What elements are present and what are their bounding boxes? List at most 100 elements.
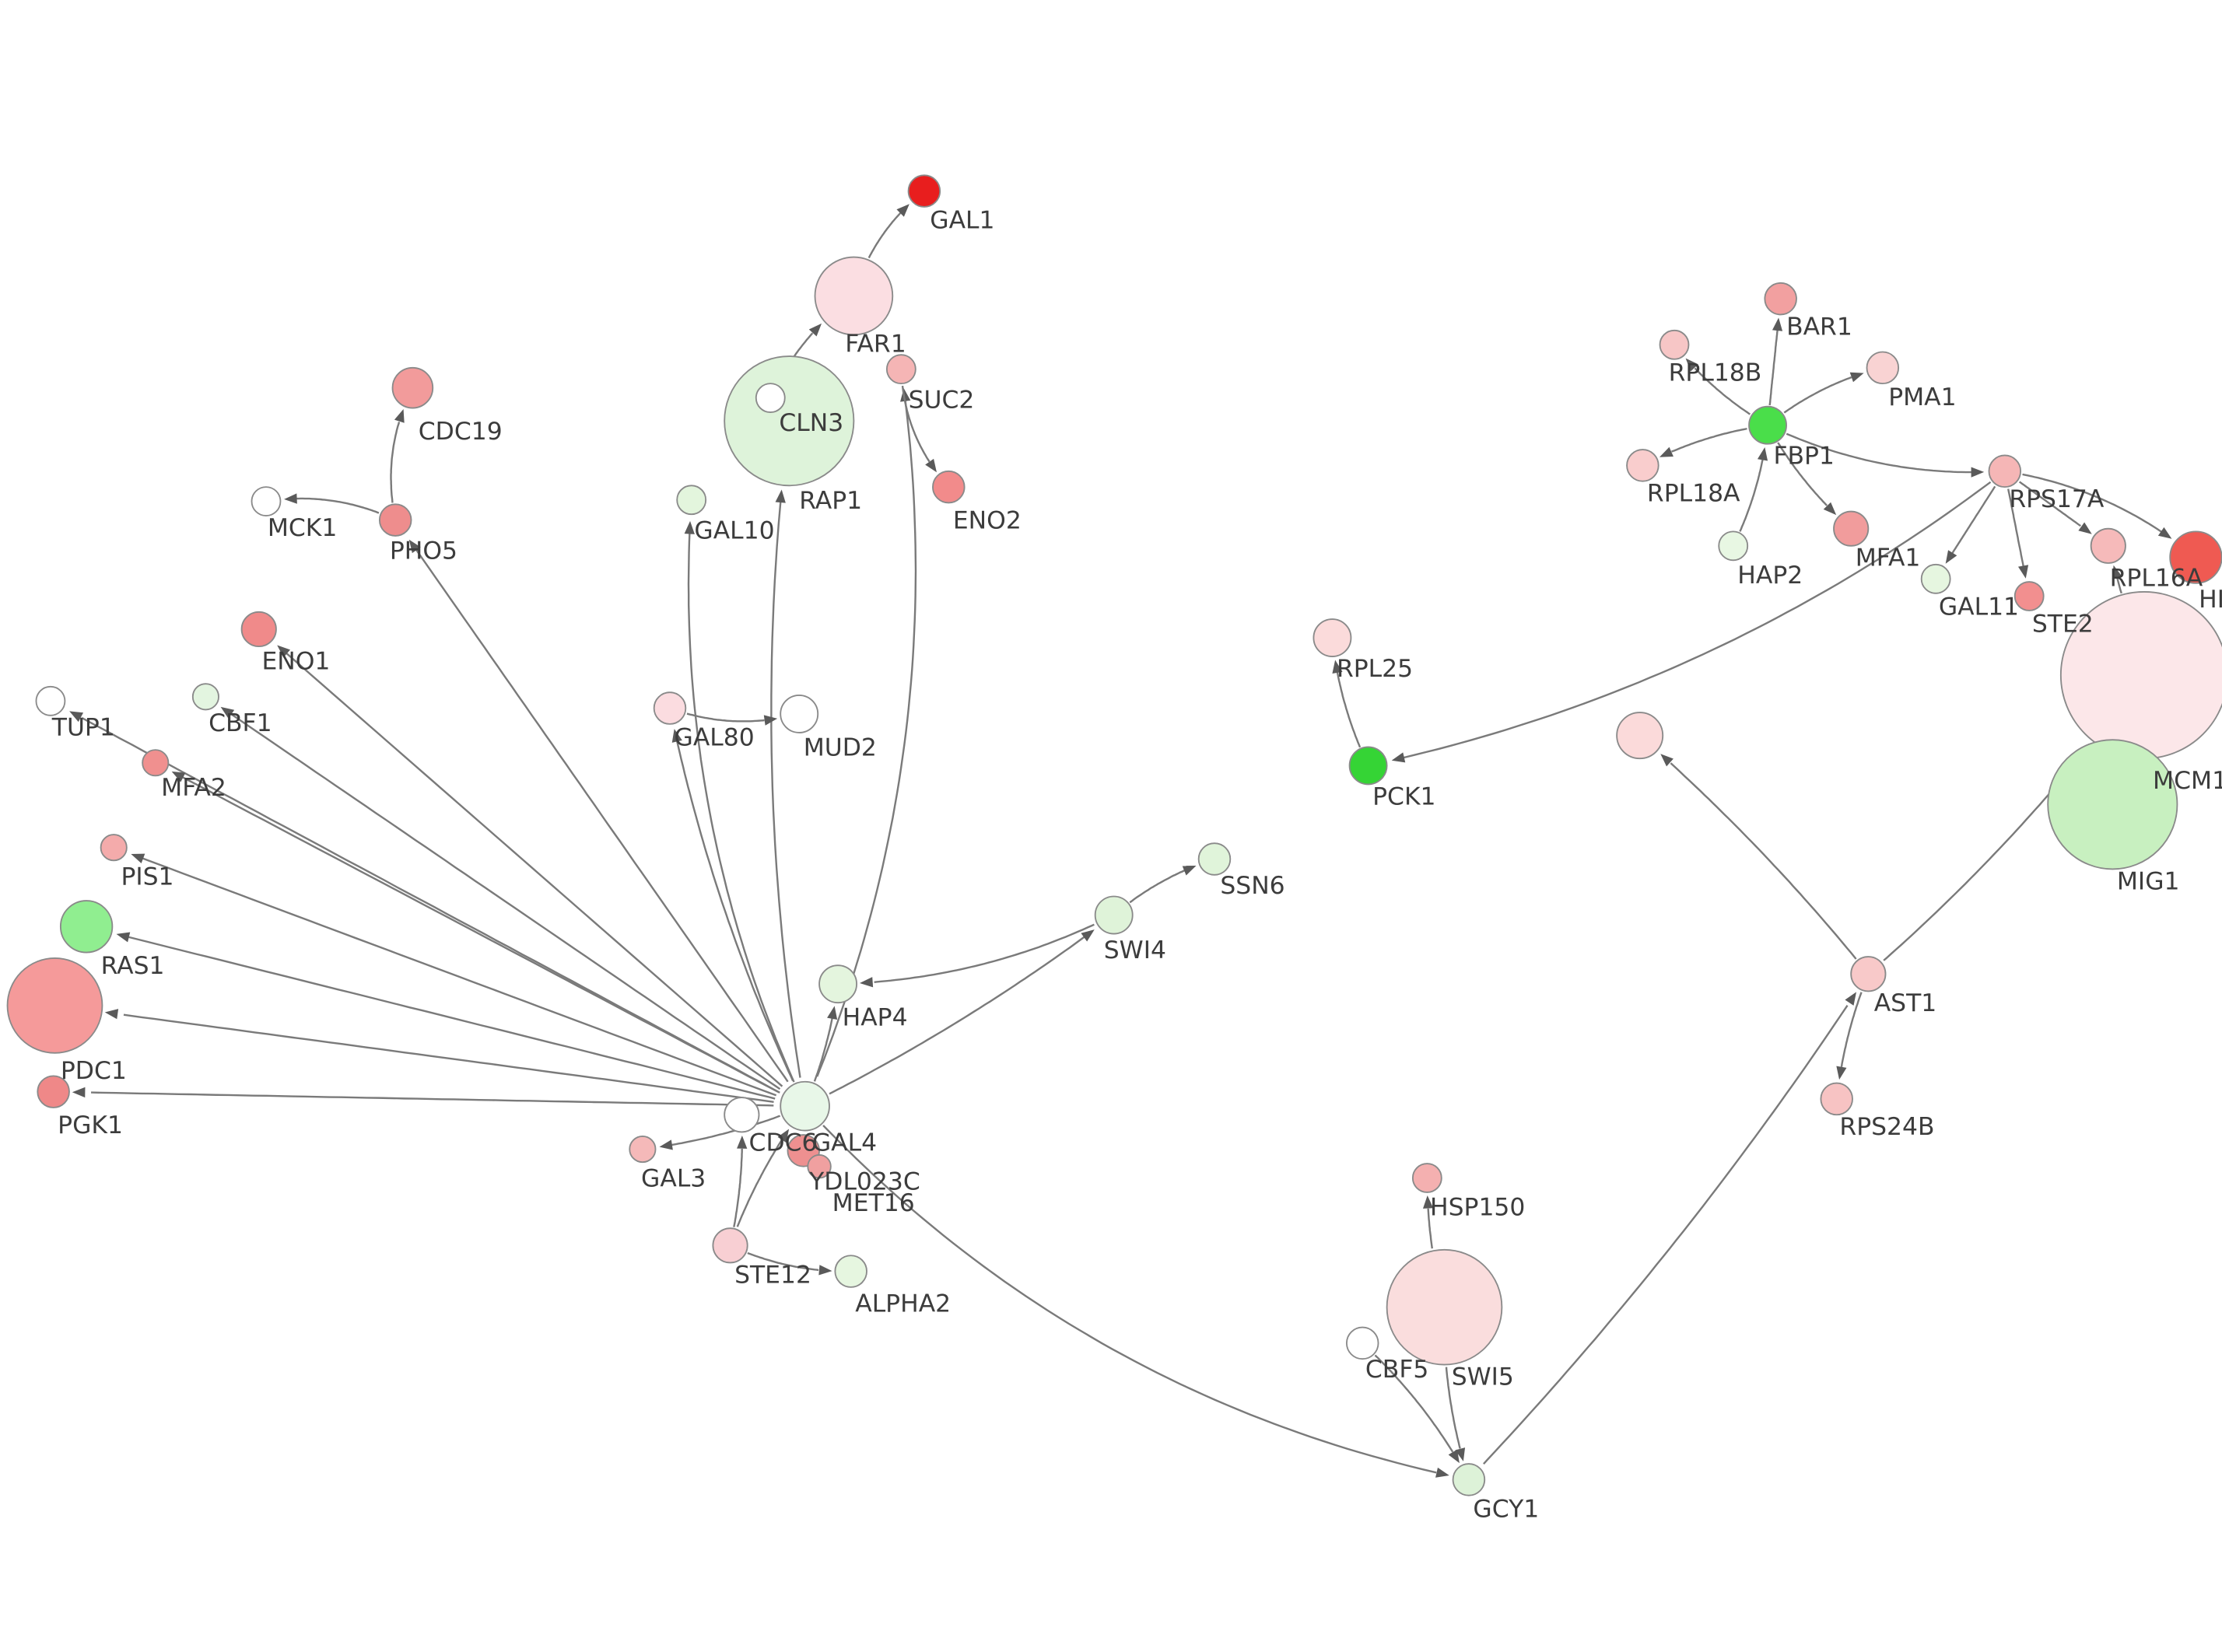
- edge-AST1-RPS24B[interactable]: [1840, 992, 1863, 1068]
- node-RPS24B[interactable]: [1820, 1082, 1853, 1116]
- edge-RPS17A-HIS4[interactable]: [2022, 473, 2162, 533]
- edge-PCK1-RPL25[interactable]: [1336, 671, 1362, 748]
- node-MET16[interactable]: [807, 1154, 832, 1179]
- node-FAR1[interactable]: [814, 256, 894, 336]
- node-ENO1[interactable]: [240, 611, 277, 648]
- node-RPL18B[interactable]: [1659, 329, 1690, 360]
- edge-STE12-CDC6[interactable]: [733, 1149, 743, 1227]
- edge-FBP1-BAR1[interactable]: [1768, 330, 1779, 406]
- edge-AST1-NODE_X[interactable]: [1670, 762, 1857, 960]
- node-BAR1[interactable]: [1764, 282, 1797, 316]
- edge-GAL4-RAS1[interactable]: [128, 936, 776, 1100]
- node-NODE_X[interactable]: [1616, 712, 1664, 760]
- node-GAL4[interactable]: [780, 1080, 830, 1132]
- edge-GAL4-PGK1[interactable]: [91, 1091, 774, 1107]
- node-MFA1[interactable]: [1833, 510, 1870, 547]
- edge-GAL80-MUD2[interactable]: [686, 712, 765, 723]
- node-STE12[interactable]: [712, 1227, 748, 1264]
- node-GCY1[interactable]: [1452, 1463, 1486, 1496]
- edge-GAL4-GAL3[interactable]: [671, 1115, 780, 1146]
- node-GAL10[interactable]: [676, 485, 707, 516]
- node-RAP1[interactable]: [724, 355, 855, 487]
- edge-SWI5-GCY1[interactable]: [1445, 1367, 1461, 1449]
- edge-GCY1-AST1[interactable]: [1483, 1005, 1849, 1465]
- node-RPL25[interactable]: [1313, 618, 1352, 657]
- edge-RPS17A-STE2[interactable]: [2007, 488, 2024, 566]
- edge-FBP1-PMA1[interactable]: [1783, 376, 1852, 414]
- edge-HAP2-FBP1[interactable]: [1739, 459, 1764, 532]
- node-RAS1[interactable]: [59, 900, 114, 954]
- node-RPS17A[interactable]: [1988, 454, 2022, 488]
- edge-GAL4-GAL80[interactable]: [675, 739, 794, 1081]
- node-RPL16A[interactable]: [2090, 527, 2126, 564]
- edge-RPS17A-RPL16A[interactable]: [2018, 481, 2081, 527]
- edge-GAL4-GAL10[interactable]: [687, 531, 795, 1083]
- edge-GAL4-PDC1[interactable]: [123, 1013, 774, 1103]
- node-CBF5[interactable]: [1345, 1326, 1379, 1360]
- node-PGK1[interactable]: [37, 1075, 70, 1108]
- arrowhead-GAL4-GAL10: [684, 520, 695, 534]
- edge-FBP1-MFA1[interactable]: [1777, 442, 1828, 506]
- edge-FBP1-RPL18B[interactable]: [1694, 367, 1751, 415]
- node-MIG1[interactable]: [2047, 739, 2178, 870]
- node-CDC19[interactable]: [391, 366, 434, 409]
- node-SSN6[interactable]: [1197, 842, 1232, 876]
- arrowhead-RPS17A-STE2: [2017, 565, 2029, 579]
- edge-GAL4-RAP1[interactable]: [770, 501, 801, 1078]
- node-PIS1[interactable]: [100, 834, 128, 862]
- edge-SUC2-ENO2[interactable]: [901, 385, 931, 463]
- edge-RPS17A-PCK1[interactable]: [1403, 481, 1992, 759]
- node-MCK1[interactable]: [251, 486, 282, 516]
- edge-STE12-GAL4[interactable]: [736, 1139, 783, 1227]
- node-PHO5[interactable]: [378, 503, 412, 537]
- edge-MCM1-RPL16A[interactable]: [2116, 578, 2122, 594]
- node-CLN3[interactable]: [755, 383, 786, 413]
- node-HSP150[interactable]: [1411, 1163, 1442, 1193]
- node-SWI5[interactable]: [1386, 1248, 1503, 1366]
- edge-GAL4-CBF1[interactable]: [230, 712, 781, 1090]
- node-MFA2[interactable]: [142, 749, 170, 777]
- node-FBP1[interactable]: [1748, 405, 1787, 445]
- node-GAL1[interactable]: [907, 174, 941, 208]
- node-SUC2[interactable]: [885, 354, 916, 385]
- node-RPL18A[interactable]: [1626, 449, 1659, 482]
- edge-GAL4-TUP1[interactable]: [81, 717, 780, 1094]
- edge-GAL4-GCY1[interactable]: [822, 1125, 1437, 1474]
- node-GAL3[interactable]: [629, 1136, 657, 1164]
- edge-FAR1-GAL1[interactable]: [867, 212, 902, 259]
- edge-PHO5-CDC19[interactable]: [390, 422, 401, 503]
- node-ENO2[interactable]: [932, 470, 966, 504]
- node-STE2[interactable]: [2013, 581, 2045, 611]
- edge-GAL4-PIS1[interactable]: [142, 857, 777, 1097]
- edge-SWI4-HAP4[interactable]: [874, 923, 1095, 983]
- edge-CBF5-GCY1[interactable]: [1374, 1354, 1454, 1453]
- node-AST1[interactable]: [1850, 956, 1887, 992]
- node-MUD2[interactable]: [780, 695, 819, 733]
- node-SWI4[interactable]: [1094, 895, 1134, 935]
- edge-GAL4-SWI4[interactable]: [829, 936, 1085, 1095]
- edge-FBP1-RPL18A[interactable]: [1671, 427, 1747, 453]
- node-PCK1[interactable]: [1348, 746, 1388, 786]
- node-GAL11[interactable]: [1920, 563, 1951, 594]
- edge-GAL4-MFA2[interactable]: [181, 776, 779, 1093]
- edge-GAL4-PHO5[interactable]: [415, 548, 789, 1083]
- edge-RPS17A-GAL11[interactable]: [1951, 485, 1996, 554]
- node-PMA1[interactable]: [1866, 351, 1900, 385]
- node-TUP1[interactable]: [35, 685, 66, 716]
- edge-GAL4-ENO1[interactable]: [286, 652, 783, 1087]
- edge-GAL4-HAP4[interactable]: [813, 1018, 833, 1082]
- node-CDC6[interactable]: [724, 1097, 760, 1133]
- node-ALPHA2[interactable]: [834, 1255, 867, 1288]
- node-PDC1[interactable]: [6, 957, 103, 1054]
- node-CBF1[interactable]: [191, 683, 219, 711]
- edge-STE12-ALPHA2[interactable]: [747, 1251, 819, 1272]
- node-HAP4[interactable]: [818, 964, 858, 1004]
- node-HAP2[interactable]: [1718, 530, 1749, 562]
- edge-GAL4-SUC2[interactable]: [816, 401, 917, 1077]
- edge-FBP1-RPS17A[interactable]: [1786, 432, 1972, 474]
- edge-PHO5-MCK1[interactable]: [296, 497, 380, 514]
- edge-SWI5-HSP150[interactable]: [1427, 1208, 1433, 1249]
- edge-SWI4-SSN6[interactable]: [1129, 869, 1186, 904]
- node-GAL80[interactable]: [653, 691, 687, 725]
